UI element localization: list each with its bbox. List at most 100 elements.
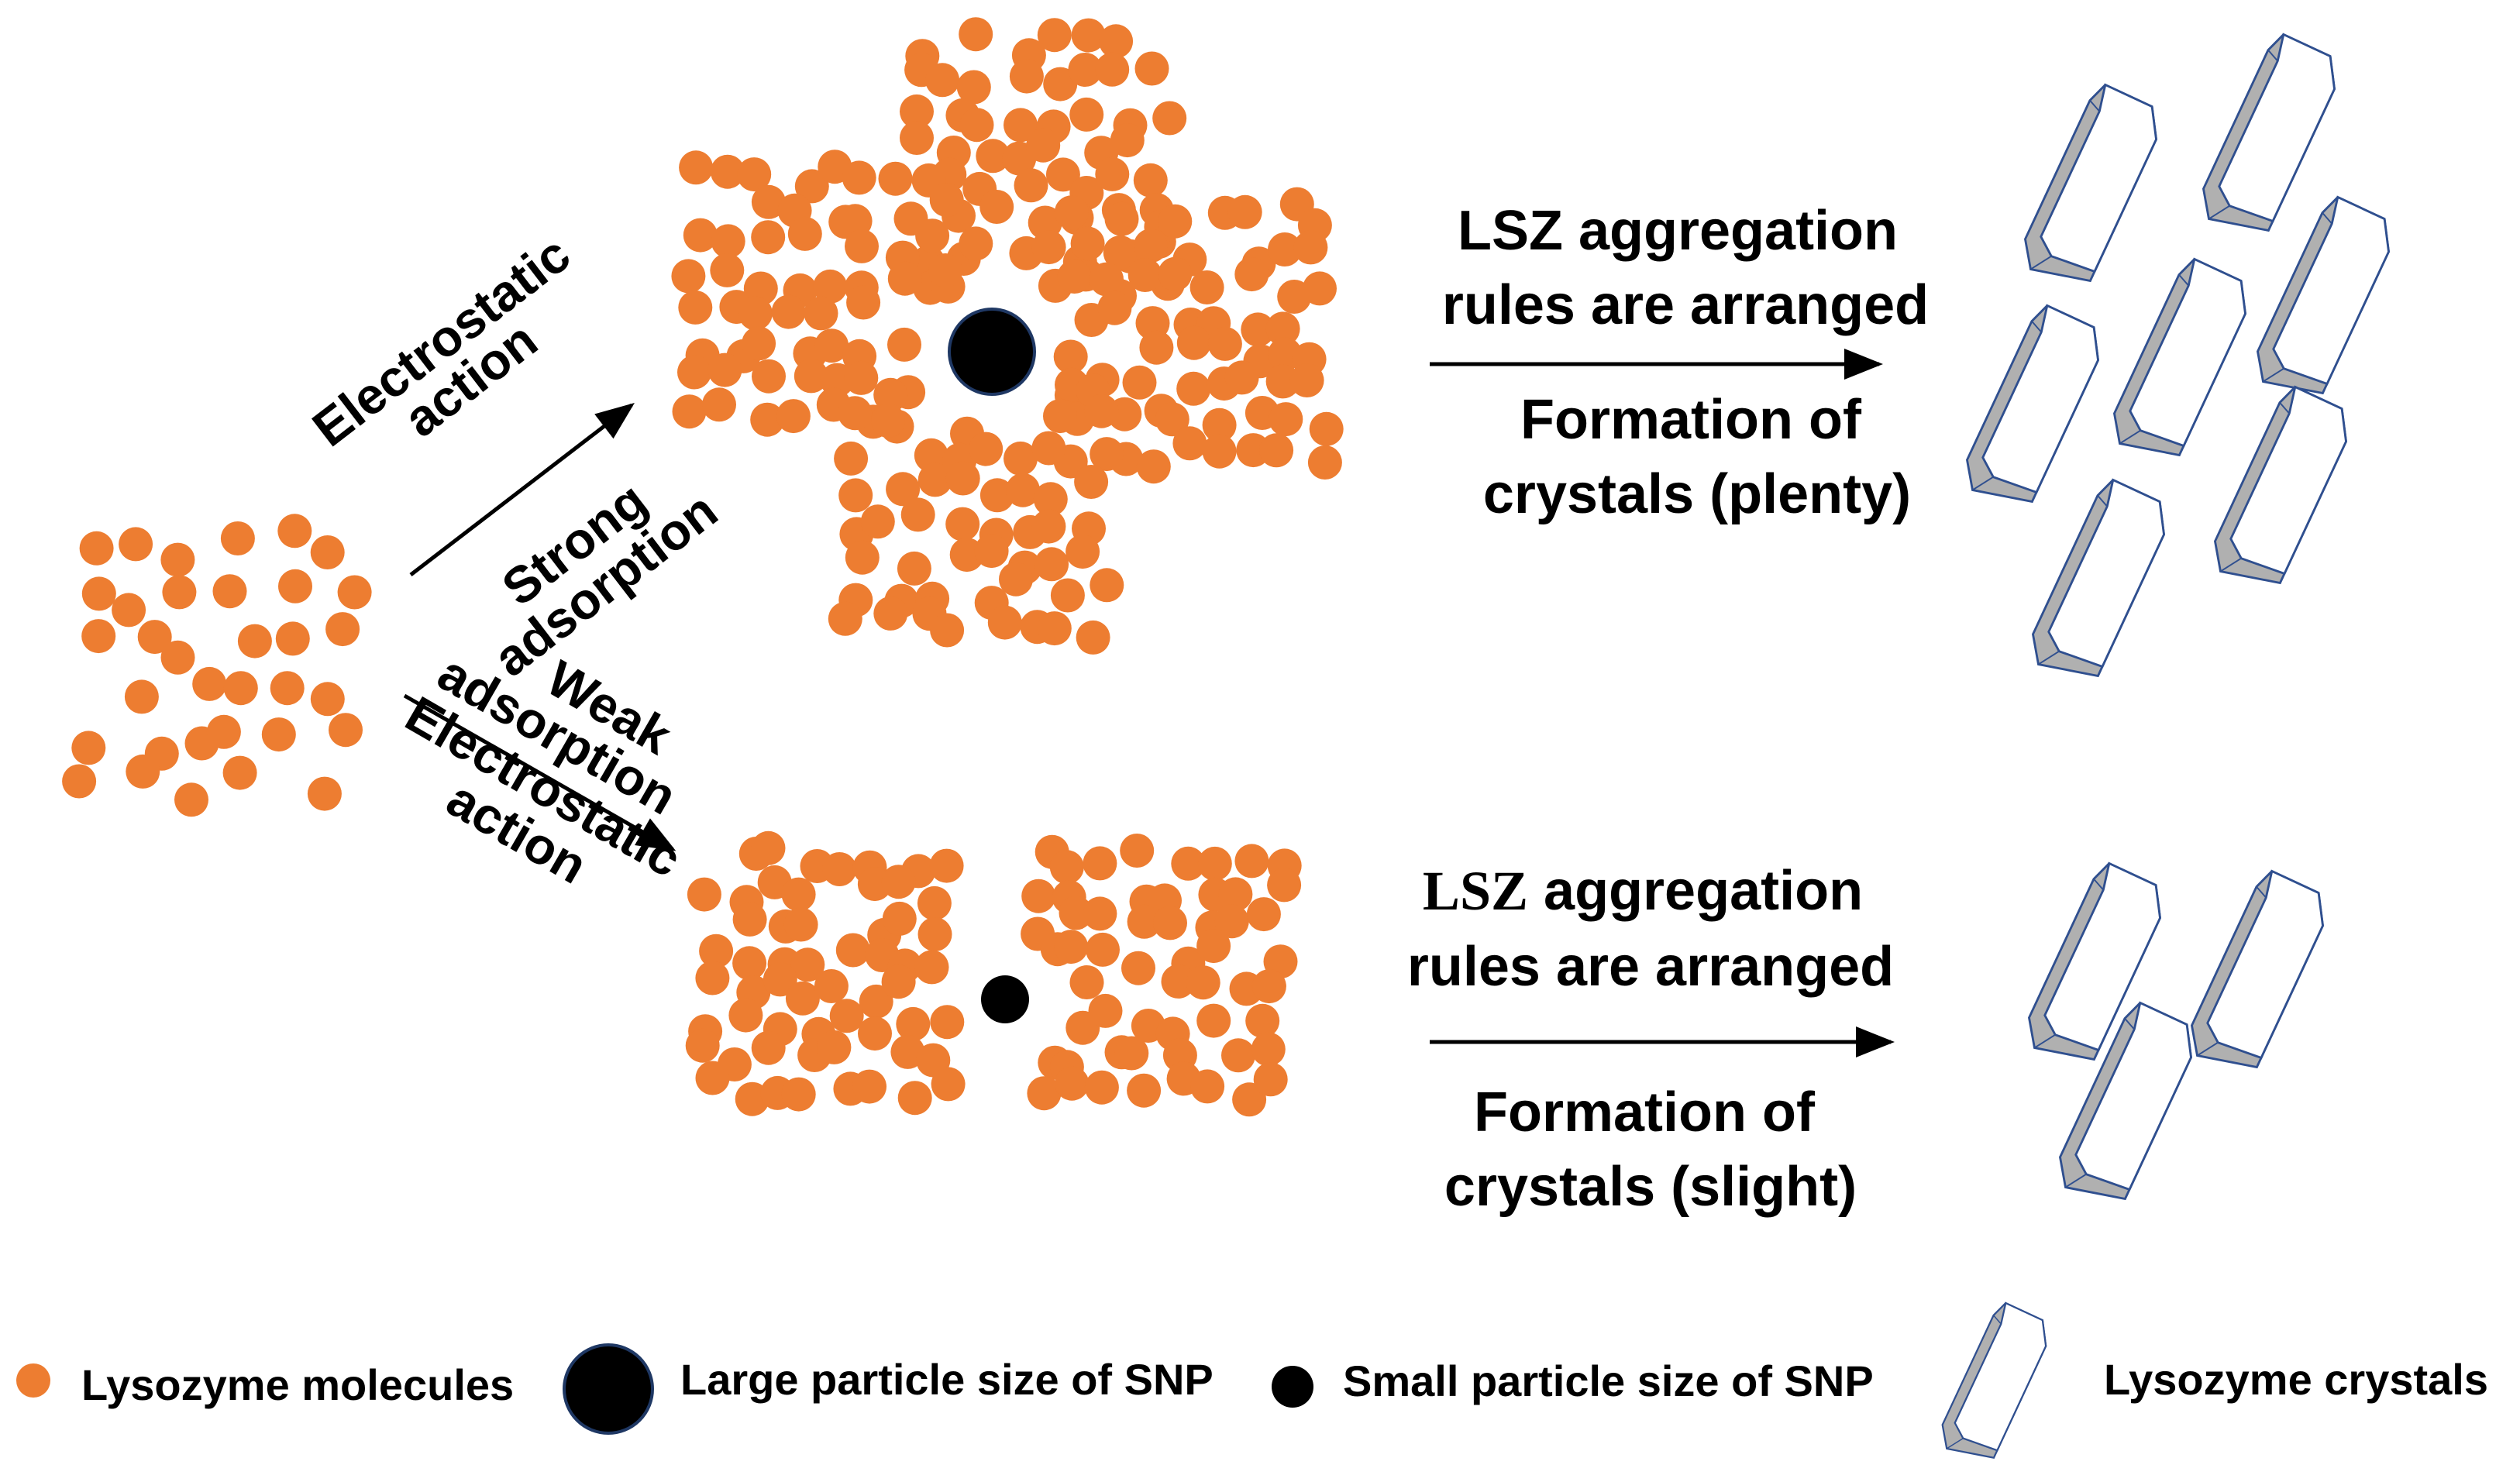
lysozyme-molecule — [959, 108, 994, 143]
lysozyme-molecule — [1031, 509, 1066, 544]
lysozyme-molecule — [930, 1005, 965, 1040]
lysozyme-molecule — [1227, 194, 1262, 229]
lysozyme-molecule — [917, 462, 952, 497]
lysozyme-molecule — [1065, 535, 1100, 569]
lysozyme-molecule — [222, 755, 257, 790]
lysozyme-molecule — [277, 514, 312, 548]
legend-small-snp-label: Small particle size of SNP — [1343, 1356, 1874, 1405]
large-snp-particle — [948, 308, 1036, 396]
lysozyme-molecule — [1214, 904, 1249, 939]
lysozyme-molecule — [1245, 1003, 1280, 1038]
lysozyme-molecule — [1053, 339, 1088, 374]
lysozyme-molecule — [881, 965, 916, 999]
lysozyme-molecule — [710, 253, 745, 287]
lysozyme-molecule — [1083, 846, 1117, 881]
lysozyme-molecule — [917, 885, 952, 920]
lysozyme-molecule — [1172, 426, 1207, 461]
lysozyme-molecule — [1127, 258, 1162, 292]
upper-process-line2: rules are arranged — [1442, 274, 1929, 336]
lysozyme-molecule — [687, 877, 721, 912]
lysozyme-molecule — [976, 139, 1010, 174]
lysozyme-molecule — [1176, 325, 1211, 360]
lysozyme-molecule — [1309, 411, 1344, 446]
lysozyme-molecule — [1031, 431, 1066, 466]
lysozyme-molecule — [873, 596, 908, 631]
lower-pathway-arrow — [403, 693, 676, 851]
lysozyme-molecule — [337, 575, 372, 610]
lysozyme-molecule — [1136, 449, 1171, 484]
lysozyme-molecule — [860, 504, 895, 539]
lysozyme-molecule — [1139, 330, 1174, 365]
lysozyme-molecule — [1158, 256, 1193, 291]
lysozyme-molecule — [814, 969, 849, 1003]
lysozyme-molecule — [1095, 156, 1130, 191]
lysozyme-molecule — [1090, 568, 1124, 603]
lysozyme-molecule — [781, 877, 816, 912]
lysozyme-molecule — [1224, 360, 1259, 395]
lysozyme-molecule — [1153, 906, 1187, 940]
lysozyme-molecule — [1076, 620, 1110, 655]
lysozyme-molecule — [1009, 59, 1044, 94]
lysozyme-molecule — [1186, 965, 1220, 1000]
lysozyme-molecule — [887, 327, 921, 362]
lysozyme-molecule — [896, 1006, 931, 1041]
lysozyme-molecule — [1171, 846, 1206, 881]
lysozyme-molecule — [124, 679, 159, 714]
lysozyme-molecule — [1246, 897, 1281, 932]
lysozyme-molecule — [1253, 1062, 1288, 1097]
lysozyme-molecule — [1045, 157, 1080, 192]
lower-process-line4: crystals (slight) — [1444, 1156, 1857, 1218]
lower-process-lsz: LSZ — [1423, 860, 1528, 922]
lysozyme-molecule — [771, 294, 806, 329]
lysozyme-molecule — [683, 218, 718, 253]
crystal-icon — [2203, 383, 2360, 598]
initial-lysozyme-cluster — [62, 514, 372, 817]
small-black-circle-icon — [1272, 1366, 1313, 1408]
lysozyme-molecule — [71, 731, 106, 765]
lower-process-line3: Formation of — [1474, 1081, 1816, 1143]
lysozyme-molecule — [915, 218, 950, 253]
lysozyme-molecule — [742, 326, 776, 361]
lysozyme-molecule — [1104, 201, 1139, 236]
lysozyme-molecule — [1068, 53, 1103, 87]
lysozyme-molecule — [1265, 364, 1300, 399]
lysozyme-molecule — [261, 717, 296, 752]
lysozyme-molecule — [1267, 868, 1302, 903]
lysozyme-molecule — [1251, 1032, 1286, 1067]
crystal-icon — [2180, 867, 2336, 1082]
lysozyme-molecule — [737, 157, 772, 192]
lower-process-line2: rules are arranged — [1407, 936, 1894, 998]
orange-dot-icon — [16, 1363, 50, 1398]
lysozyme-molecule — [1004, 441, 1038, 476]
lysozyme-molecule — [275, 621, 310, 656]
lysozyme-molecule — [1293, 230, 1328, 265]
lysozyme-molecule — [846, 285, 881, 320]
lysozyme-molecule — [794, 359, 828, 394]
lysozyme-molecule — [1090, 437, 1124, 472]
small-snp-particle — [981, 975, 1029, 1023]
lysozyme-molecule — [685, 1028, 720, 1063]
lysozyme-molecule — [886, 472, 921, 507]
lysozyme-molecule — [119, 527, 153, 562]
lysozyme-molecule — [974, 534, 1009, 569]
lysozyme-molecule — [270, 671, 305, 706]
lysozyme-molecule — [1074, 465, 1109, 499]
lysozyme-molecule — [900, 121, 934, 155]
upper-pathway-arrow — [409, 402, 635, 576]
lysozyme-molecule — [1103, 235, 1138, 270]
lysozyme-molecule — [878, 161, 913, 196]
lysozyme-molecule — [237, 624, 272, 658]
lysozyme-molecule — [1090, 262, 1124, 297]
lysozyme-molecule — [1050, 578, 1085, 613]
lysozyme-molecule — [695, 1061, 730, 1095]
lysozyme-molecule — [845, 540, 880, 575]
lysozyme-molecule — [1035, 547, 1069, 582]
lysozyme-molecule — [278, 569, 312, 603]
lysozyme-molecule — [1069, 965, 1104, 999]
legend-crystals-label: Lysozyme crystals — [2104, 1355, 2488, 1404]
lysozyme-molecule — [192, 666, 227, 701]
lysozyme-molecule — [220, 521, 255, 555]
lysozyme-molecule — [671, 259, 706, 294]
lysozyme-molecule — [1155, 402, 1189, 437]
lysozyme-molecule — [873, 377, 908, 412]
